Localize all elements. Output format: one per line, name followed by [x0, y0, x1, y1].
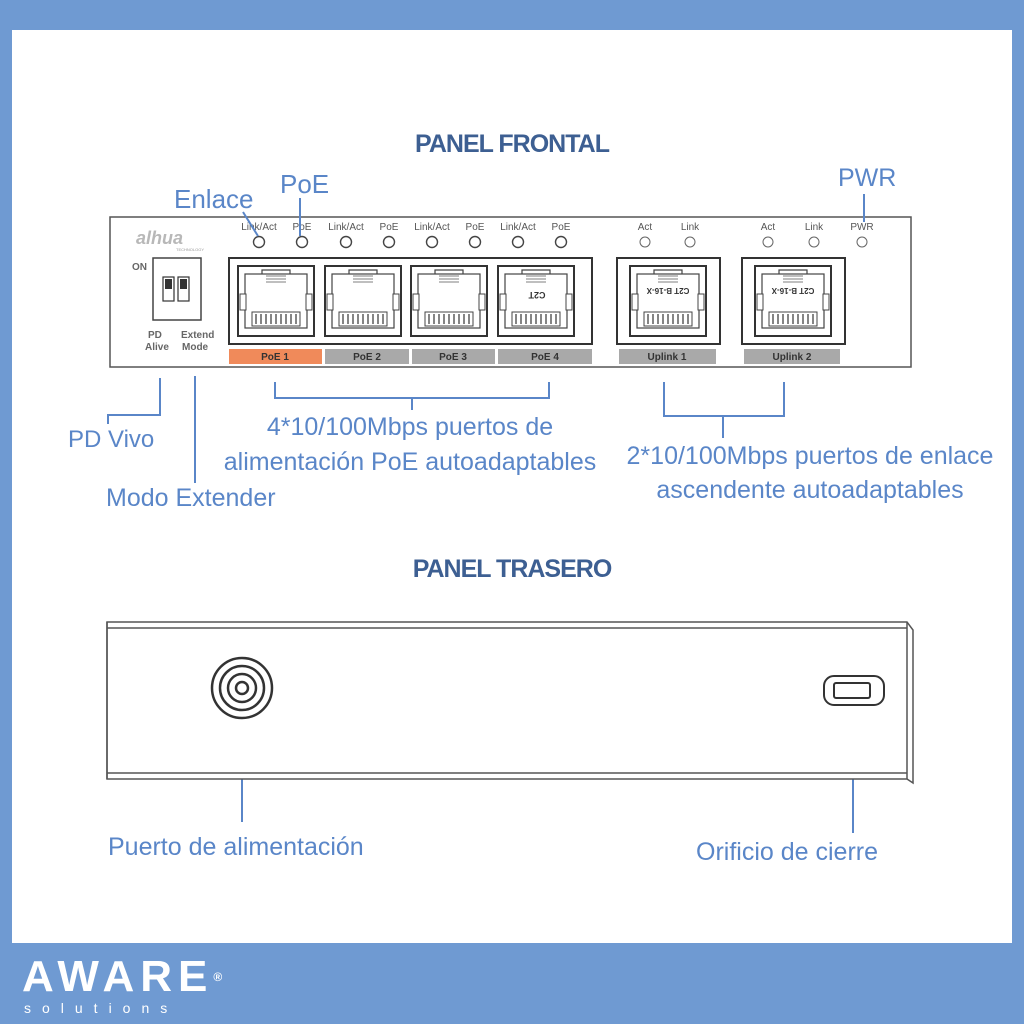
uplink2-jack-mark: C2T B-16-X	[771, 286, 814, 295]
led-label-linkup1: Link	[681, 222, 700, 233]
uplink1-jack-mark: C2T B-16-X	[646, 286, 689, 295]
led-poe2	[382, 235, 396, 249]
led-uplink-link1	[684, 236, 696, 248]
modo-extender-label: Modo Extender	[106, 484, 276, 512]
led-label-poe1: PoE	[293, 222, 312, 233]
uplink2-jack	[754, 265, 832, 337]
led-uplink-link2	[808, 236, 820, 248]
poe3-tab	[412, 349, 495, 364]
lock-hole-label: Orificio de cierre	[696, 838, 878, 866]
poe4-tab	[498, 349, 592, 364]
led-act1	[639, 236, 651, 248]
led-link1	[252, 235, 266, 249]
content-panel	[12, 30, 1012, 943]
power-port-icon	[210, 656, 274, 720]
led-label-poe3: PoE	[466, 222, 485, 233]
brand-text: alhua	[136, 228, 183, 248]
led-link4	[511, 235, 525, 249]
rear-panel-title: PANEL TRASERO	[412, 555, 613, 583]
extend-text: Extend	[181, 330, 214, 341]
led-label-pwr: PWR	[850, 222, 873, 233]
dahua-logo: alhua TECHNOLOGY	[136, 228, 204, 252]
poe-ports-bracket	[274, 382, 550, 399]
led-poe1	[295, 235, 309, 249]
led-label-link2: Link/Act	[328, 222, 364, 233]
aware-logo: AWARE® solutions	[22, 952, 229, 1017]
led-link3	[425, 235, 439, 249]
poe-label: PoE	[280, 169, 330, 199]
poe-ports-desc-line1: 4*10/100Mbps puertos de	[266, 413, 554, 441]
led-poe4	[554, 235, 568, 249]
alive-text: Alive	[145, 342, 169, 353]
poe4-jack	[497, 265, 575, 337]
led-label-link4: Link/Act	[500, 222, 536, 233]
uplink-bracket	[663, 382, 785, 417]
logo-brand: AWARE	[22, 952, 214, 1001]
led-label-linkup2: Link	[805, 222, 824, 233]
led-label-act2: Act	[761, 222, 776, 233]
enlace-leader	[242, 211, 259, 237]
logo-tagline: solutions	[24, 1000, 179, 1016]
rear-device	[106, 621, 914, 785]
poe4-tab-label: PoE 4	[531, 352, 559, 363]
uplink1-jack	[629, 265, 707, 337]
poe4-jack-mark: C2T	[528, 290, 546, 300]
uplink-desc-line1: 2*10/100Mbps puertos de enlace	[626, 442, 994, 470]
poe-ports-desc-line2: alimentación PoE autoadaptables	[223, 448, 597, 476]
uplink1-tab	[619, 349, 716, 364]
led-poe3	[468, 235, 482, 249]
led-label-link3: Link/Act	[414, 222, 450, 233]
lock-hole-icon	[823, 675, 885, 706]
uplink1-tab-label: Uplink 1	[648, 352, 687, 363]
poe3-tab-label: PoE 3	[439, 352, 467, 363]
pwr-label: PWR	[838, 164, 897, 192]
poe3-jack	[410, 265, 488, 337]
pd-text: PD	[148, 330, 162, 341]
led-label-poe4: PoE	[552, 222, 571, 233]
uplink2-tab	[744, 349, 840, 364]
poe1-tab	[229, 349, 322, 364]
switch-on-label: ON	[132, 262, 147, 273]
poe2-tab	[325, 349, 409, 364]
logo-registered: ®	[213, 970, 229, 984]
pd-vivo-leader	[107, 378, 161, 424]
led-act2	[762, 236, 774, 248]
front-panel-title: PANEL FRONTAL	[415, 130, 610, 158]
led-pwr	[856, 236, 868, 248]
enlace-label: Enlace	[174, 184, 254, 214]
led-label-act1: Act	[638, 222, 653, 233]
uplink2-tab-label: Uplink 2	[773, 352, 812, 363]
mode-text: Mode	[182, 342, 209, 353]
led-label-poe2: PoE	[380, 222, 399, 233]
dip-switch	[152, 257, 202, 321]
poe1-jack	[237, 265, 315, 337]
uplink-desc-line2: ascendente autoadaptables	[656, 476, 964, 504]
led-link2	[339, 235, 353, 249]
led-label-link1: Link/Act	[241, 222, 277, 233]
brand-sub-text: TECHNOLOGY	[176, 247, 204, 252]
poe1-tab-label: PoE 1	[261, 352, 289, 363]
power-port-label: Puerto de alimentación	[108, 833, 364, 861]
pd-vivo-label: PD Vivo	[68, 426, 155, 453]
poe2-jack	[324, 265, 402, 337]
poe2-tab-label: PoE 2	[353, 352, 381, 363]
